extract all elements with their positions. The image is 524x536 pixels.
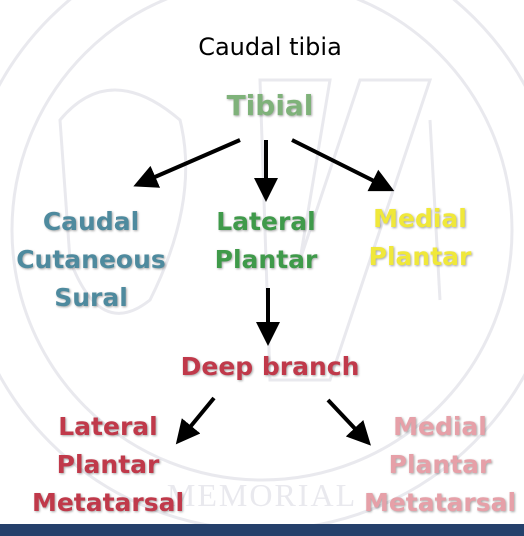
node-label-line: Cutaneous [16,245,166,274]
node-medial-plantar: Medial Plantar [350,200,490,276]
arrow-deep-branch-to-lateral-metatarsal [175,396,216,445]
svg-text:MEMORIAL: MEMORIAL [167,477,357,513]
node-tibial-label: Tibial [226,89,314,122]
node-label-line: Caudal [42,207,140,236]
node-label-line: Lateral [58,412,158,441]
node-label-line: Plantar [368,242,472,271]
node-caudal-cutaneous-sural: Caudal Cutaneous Sural [6,203,176,317]
caption: Caudal tibia [198,33,342,61]
node-label-line: Medial [373,204,467,233]
node-label-line: Plantar [56,450,160,479]
node-label-line: Lateral [216,207,316,236]
node-label-line: Medial [393,412,487,441]
node-label-line: Metatarsal [363,488,517,517]
node-lateral-plantar: Lateral Plantar [196,203,336,279]
arrow-deep-branch-to-medial-metatarsal [326,398,371,446]
bottom-bar [0,524,524,536]
node-lateral-plantar-metatarsal: Lateral Plantar Metatarsal [18,408,198,522]
node-medial-plantar-metatarsal: Medial Plantar Metatarsal [350,408,524,522]
node-deep-branch: Deep branch [160,348,380,386]
node-tibial: Tibial [200,87,340,125]
node-label-line: Metatarsal [31,488,185,517]
node-label-line: Sural [54,283,128,312]
node-label-line: Plantar [214,245,318,274]
arrow-tibial-to-medial-plantar [291,138,395,192]
arrow-tibial-to-sural [133,138,241,188]
node-label-line: Plantar [388,450,492,479]
node-deep-branch-label: Deep branch [180,352,360,381]
